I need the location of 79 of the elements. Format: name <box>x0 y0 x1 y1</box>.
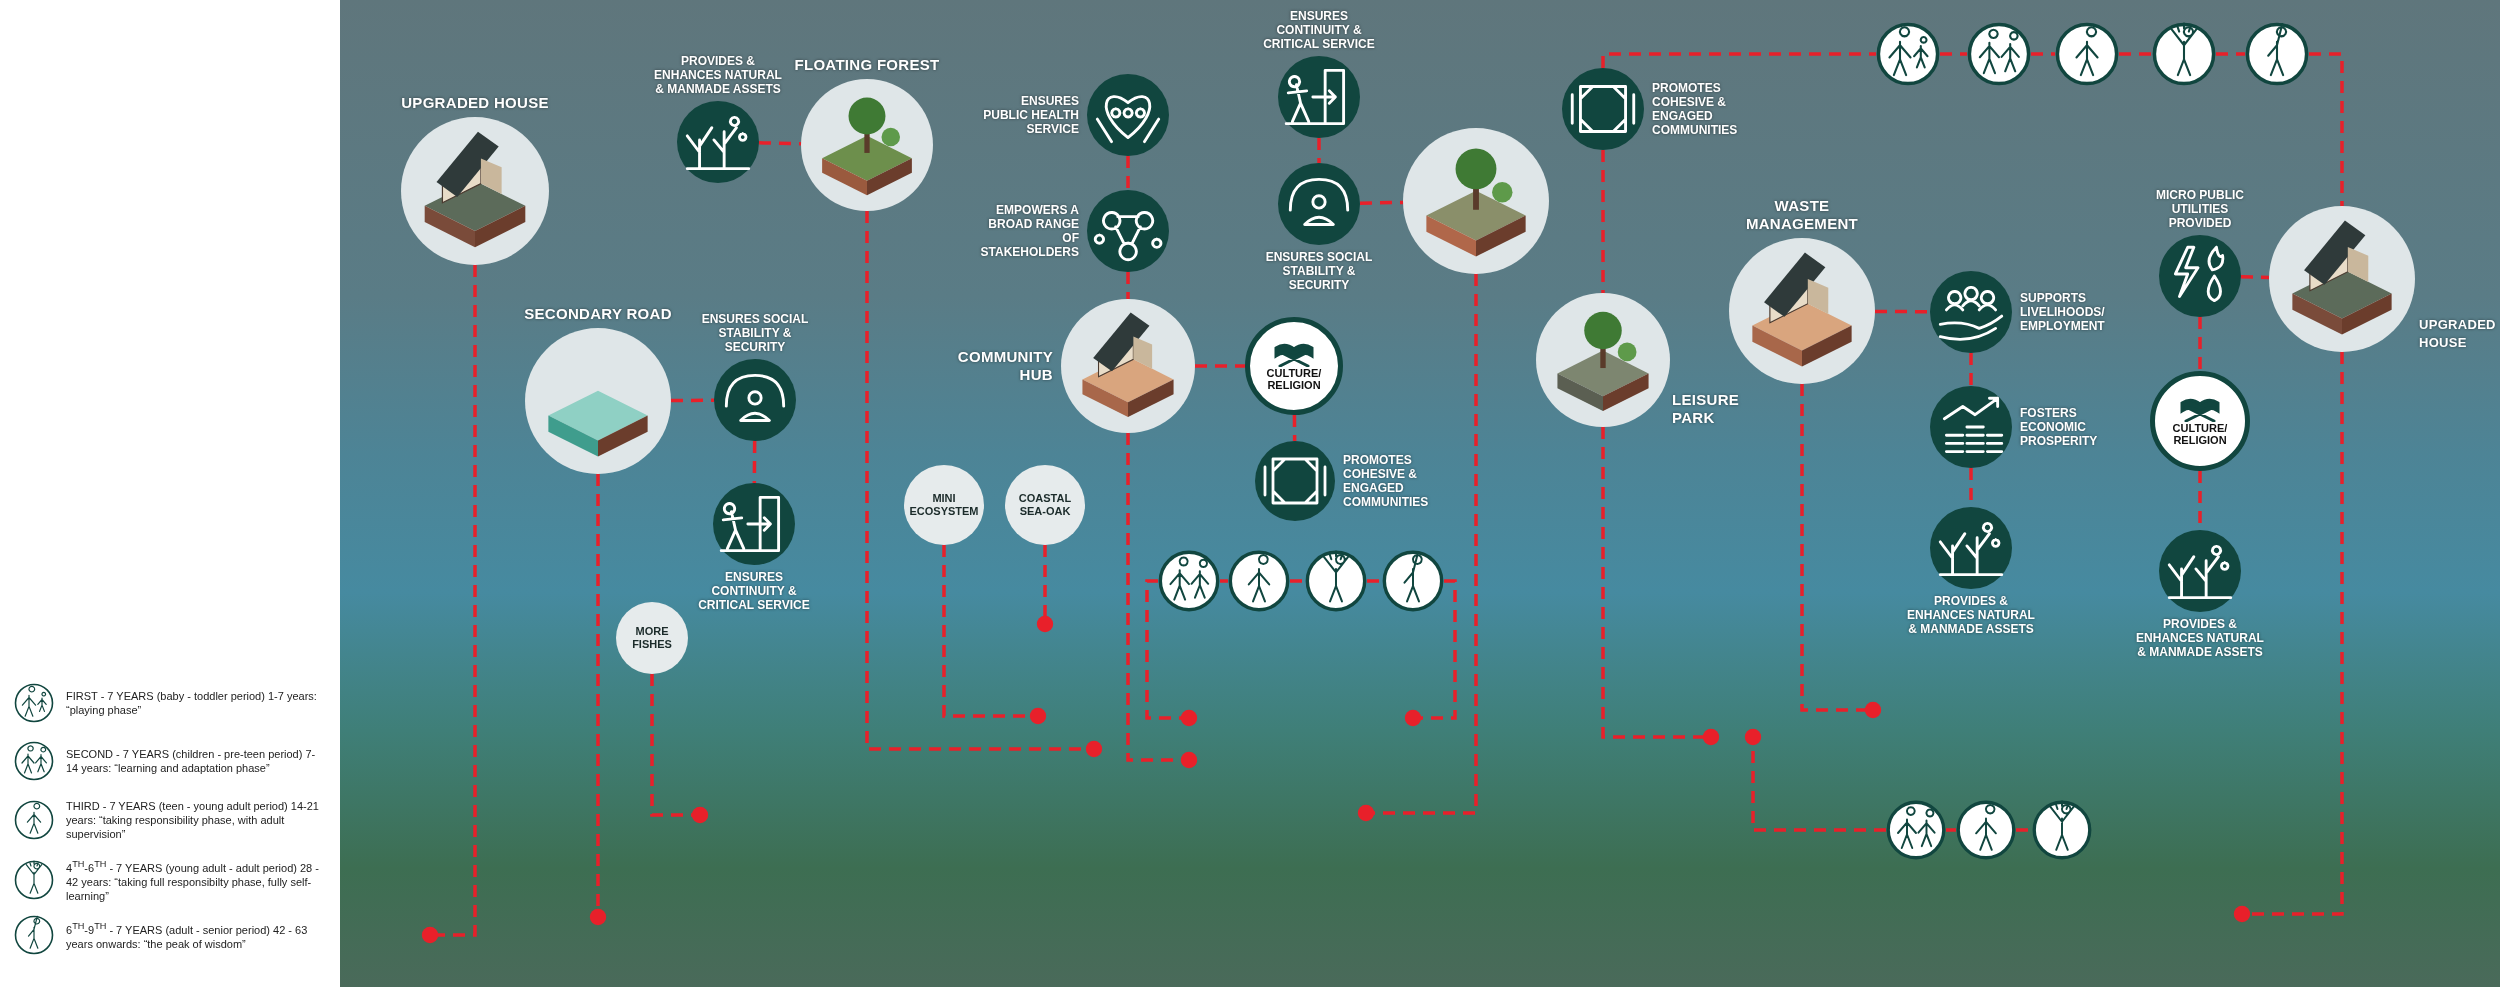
connector-line <box>2309 52 2344 206</box>
connector-line <box>1317 138 1321 163</box>
two-figures-icon <box>1967 22 2031 86</box>
connector-line <box>758 141 802 146</box>
raised-arm-figure-icon <box>1382 550 1444 612</box>
icon-caption: PROVIDES & ENHANCES NATURAL & MANMADE ASSETS <box>653 54 783 96</box>
connector-line <box>1601 150 1605 293</box>
standing-figure-icon <box>1228 550 1290 612</box>
place-heading: FLOATING FOREST <box>794 56 940 74</box>
connector-line <box>942 545 1047 725</box>
connector-line <box>589 474 607 926</box>
connector-line <box>1946 828 1956 832</box>
connector-line <box>1292 415 1297 441</box>
connector-line <box>1126 272 1130 299</box>
connector-line <box>1357 274 1478 822</box>
icon-caption: ENSURES CONTINUITY & CRITICAL SERVICE <box>1262 9 1376 51</box>
connector-line <box>1126 156 1130 190</box>
connector-line <box>1969 353 1973 386</box>
connector-line <box>1744 728 1886 832</box>
connector-line <box>1940 52 1967 56</box>
legend-text: FIRST - 7 YEARS (baby - toddler period) 1-7 years: “playing phase” <box>66 689 318 717</box>
connector-line <box>865 211 1103 758</box>
place-heading: SECONDARY ROAD <box>524 305 672 323</box>
connector-line <box>2240 275 2270 280</box>
raised-arms-figure-icon <box>2152 22 2216 86</box>
connector-line <box>1126 433 1198 769</box>
connector-line <box>2031 52 2055 56</box>
parent-and-child-icon <box>1876 22 1940 86</box>
icon-caption: ENSURES CONTINUITY & CRITICAL SERVICE <box>697 570 811 612</box>
icon-caption: PROMOTES COHESIVE & ENGAGED COMMUNITIES <box>1343 453 1430 509</box>
two-figures-icon <box>1158 550 1220 612</box>
standing-figure-icon <box>2055 22 2119 86</box>
place-heading: WASTE MANAGEMENT <box>1744 197 1860 233</box>
icon-caption: FOSTERS ECONOMIC PROSPERITY <box>2020 406 2099 448</box>
raised-arms-figure-icon <box>2032 800 2092 860</box>
place-heading: COMMUNITY HUB <box>956 348 1053 384</box>
connector-line <box>1404 579 1457 727</box>
connector-line <box>421 265 477 944</box>
connector-line <box>1195 364 1245 368</box>
place-heading: UPGRADED HOUSE <box>401 94 549 112</box>
legend-text: SECOND - 7 YEARS (children - pre-teen period) 7-14 years: “learning and adaptation phase” <box>66 747 317 775</box>
connector-line <box>1367 579 1382 583</box>
connector-line <box>671 398 714 403</box>
badge-text: CULTURE/ RELIGION <box>2171 422 2229 446</box>
connector-line <box>1875 309 1930 314</box>
connector-line <box>1359 200 1404 205</box>
icon-caption: PROVIDES & ENHANCES NATURAL & MANMADE ASSETS <box>1906 594 2036 636</box>
badge-text: CULTURE/ RELIGION <box>1265 367 1323 391</box>
connector-line <box>1800 384 1882 719</box>
icon-caption: ENSURES PUBLIC HEALTH SERVICE <box>982 94 1079 136</box>
connector-line <box>752 441 757 483</box>
icon-caption: SUPPORTS LIVELIHOODS/ EMPLOYMENT <box>2020 291 2106 333</box>
connector-line <box>1601 427 1720 746</box>
connector-line <box>1290 579 1305 583</box>
two-figures-icon <box>1886 800 1946 860</box>
connector-line <box>2119 52 2152 56</box>
connector-line <box>650 674 709 824</box>
connector-line <box>1220 579 1228 583</box>
legend-text: 6$^{TH}$-9$^{TH}$ - 7 YEARS (adult - senior period) 42 - 63 years onwards: “the peak of wisdom” <box>66 920 309 951</box>
raised-arm-figure-icon <box>2245 22 2309 86</box>
standing-figure-icon <box>1956 800 2016 860</box>
legend-text: THIRD - 7 YEARS (teen - young adult period) 14-21 years: “taking responsibility phase, with adult supervision” <box>66 799 320 841</box>
icon-caption: PROVIDES & ENHANCES NATURAL & MANMADE ASSETS <box>2135 617 2265 659</box>
connector-line <box>1145 579 1198 727</box>
legend-text: 4$^{TH}$-6$^{TH}$ - 7 YEARS (young adult - adult period) 28 - 42 years: “taking full responsibilty phase, fully self-learning” <box>66 858 320 903</box>
icon-caption: ENSURES SOCIAL STABILITY & SECURITY <box>1264 250 1374 292</box>
icon-caption: PROMOTES COHESIVE & ENGAGED COMMUNITIES <box>1652 81 1739 137</box>
place-heading: LEISURE PARK <box>1672 391 1741 427</box>
platform-drawing <box>1403 128 1549 274</box>
connector-line <box>2233 352 2344 923</box>
connector-line <box>1036 545 1054 633</box>
icon-caption: ENSURES SOCIAL STABILITY & SECURITY <box>700 312 810 354</box>
icon-caption: EMPOWERS A BROAD RANGE OF STAKEHOLDERS <box>979 203 1079 259</box>
connector-line <box>2216 52 2245 56</box>
icon-caption: MICRO PUBLIC UTILITIES PROVIDED <box>2155 188 2245 230</box>
raised-arms-figure-icon <box>1305 550 1367 612</box>
connector-line <box>2198 317 2202 371</box>
place-heading: UPGRADED HOUSE <box>2419 316 2497 352</box>
connector-line <box>1601 52 1876 68</box>
